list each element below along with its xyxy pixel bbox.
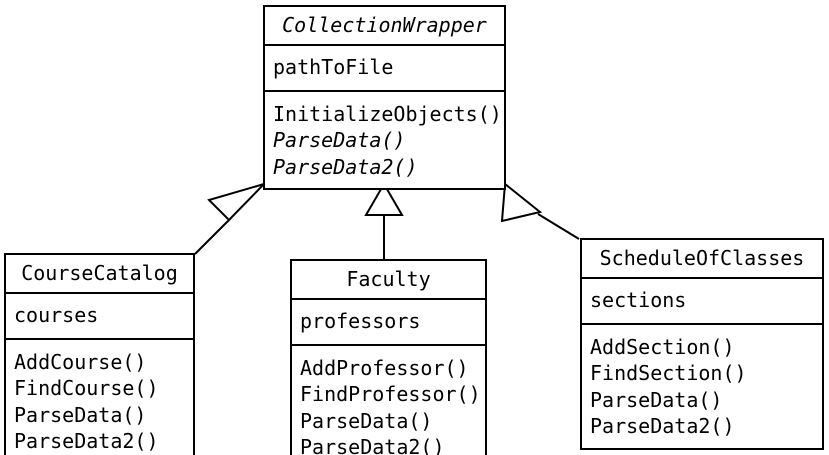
method-item: FindCourse() (14, 376, 159, 401)
attribute-item: professors (300, 309, 421, 333)
uml-class-course-catalog[interactable]: CourseCatalog courses AddCourse() FindCo… (4, 253, 195, 455)
class-methods-collection-wrapper: InitializeObjects() ParseData() ParseDat… (265, 92, 504, 189)
method-item: ParseData() (590, 387, 723, 412)
method-item: FindSection() (590, 361, 747, 386)
class-methods-course-catalog: AddCourse() FindCourse() ParseData() Par… (6, 340, 193, 455)
method-item: InitializeObjects() (273, 101, 502, 126)
class-title-schedule-of-classes: ScheduleOfClasses (582, 240, 822, 279)
method-item: ParseData() (273, 128, 406, 153)
generalization-triangle (207, 181, 268, 222)
method-item: ParseData2() (300, 435, 445, 455)
method-item: AddCourse() (14, 349, 147, 374)
class-attributes-schedule-of-classes: sections (582, 279, 822, 325)
attribute-item: sections (590, 288, 687, 312)
method-item: AddProfessor() (300, 355, 469, 380)
uml-class-faculty[interactable]: Faculty professors AddProfessor() FindPr… (290, 259, 487, 455)
generalization-course-catalog-to-collection-wrapper (194, 181, 268, 255)
uml-class-collection-wrapper[interactable]: CollectionWrapper pathToFile InitializeO… (263, 5, 506, 191)
uml-class-schedule-of-classes[interactable]: ScheduleOfClasses sections AddSection() … (580, 238, 824, 450)
class-methods-schedule-of-classes: AddSection() FindSection() ParseData() P… (582, 325, 822, 448)
method-item: ParseData2() (590, 414, 735, 439)
class-title-faculty: Faculty (292, 261, 485, 300)
generalization-schedule-of-classes-to-collection-wrapper (500, 182, 580, 240)
attribute-item: pathToFile (273, 55, 394, 79)
method-item: ParseData2() (14, 429, 159, 454)
method-item: ParseData() (300, 408, 433, 433)
attribute-item: courses (14, 303, 99, 327)
class-title-collection-wrapper: CollectionWrapper (265, 7, 504, 46)
generalization-triangle (500, 182, 543, 223)
method-item: FindProfessor() (300, 382, 481, 407)
method-item: ParseData() (14, 402, 147, 427)
class-title-course-catalog: CourseCatalog (6, 255, 193, 294)
class-methods-faculty: AddProfessor() FindProfessor() ParseData… (292, 346, 485, 455)
class-attributes-course-catalog: courses (6, 294, 193, 340)
generalization-line (194, 217, 232, 255)
generalization-triangle (364, 182, 404, 216)
generalization-line (537, 213, 580, 240)
generalization-faculty-to-collection-wrapper (364, 182, 404, 259)
class-attributes-faculty: professors (292, 300, 485, 346)
method-item: ParseData2() (273, 154, 418, 179)
method-item: AddSection() (590, 334, 735, 359)
class-attributes-collection-wrapper: pathToFile (265, 46, 504, 92)
